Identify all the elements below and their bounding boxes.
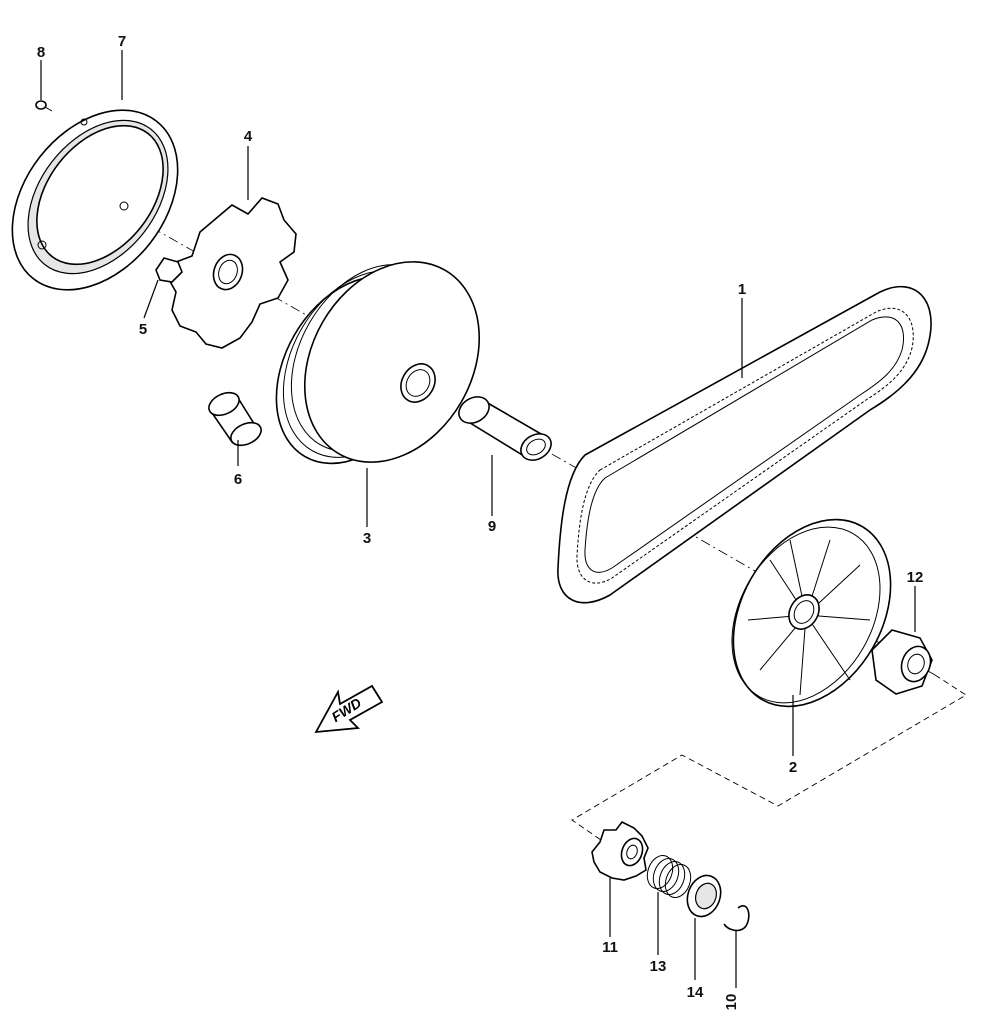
callout-13: 13 [650, 958, 667, 975]
callout-4: 4 [244, 128, 253, 145]
leader-lines [40, 50, 916, 988]
ramp-plate-part-4 [167, 197, 297, 349]
forward-direction-arrow: FWD [314, 684, 384, 734]
slider-part-5 [155, 257, 183, 283]
spring-part-13 [646, 855, 692, 898]
callout-9: 9 [488, 518, 496, 535]
callout-5: 5 [139, 321, 147, 338]
collar-part-6 [208, 391, 262, 447]
assembly-bracket [571, 674, 967, 861]
circlip-part-10 [723, 905, 750, 932]
callout-labels: 1 2 3 4 5 6 7 8 9 10 11 12 13 14 [37, 33, 924, 1010]
callout-8: 8 [37, 44, 45, 61]
callout-3: 3 [363, 530, 371, 547]
callout-14: 14 [687, 984, 704, 1001]
drive-belt-part-1 [557, 285, 932, 604]
nut-part-12 [871, 629, 933, 695]
washer-part-14 [686, 874, 722, 918]
callout-1: 1 [738, 281, 746, 298]
screw-part-8 [35, 100, 53, 112]
drive-face-part-3 [275, 261, 481, 465]
callout-10: 10 [723, 994, 740, 1011]
cover-plate-part-7 [11, 109, 179, 291]
callout-6: 6 [234, 471, 242, 488]
callout-11: 11 [602, 939, 618, 956]
callout-7: 7 [118, 33, 126, 50]
callout-2: 2 [789, 759, 797, 776]
callout-12: 12 [907, 569, 924, 586]
drive-face-fan-part-2 [731, 518, 892, 708]
sleeve-part-9 [458, 396, 552, 461]
gear-part-11 [591, 820, 649, 881]
